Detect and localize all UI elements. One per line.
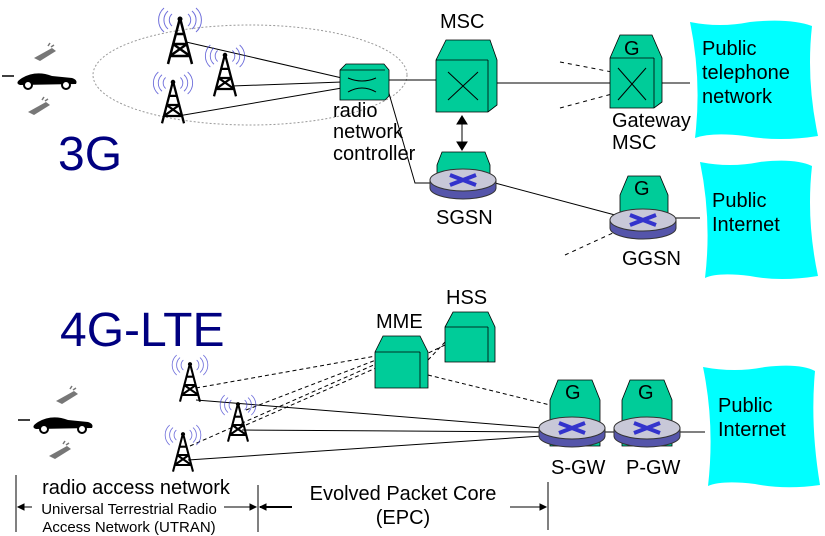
ran-label: radio access network: [42, 477, 231, 499]
mme-node: [374, 335, 429, 389]
links-4g: [187, 339, 705, 461]
s-gw-node: G: [537, 379, 607, 449]
rnc-node: [339, 63, 390, 101]
sgsn-node: [428, 151, 498, 201]
internet-label: Public: [712, 190, 766, 212]
s-gw-label: S-GW: [551, 457, 606, 479]
cell-tower-icon: [170, 353, 210, 403]
radio-access-boundary: [92, 24, 408, 126]
epc-label: (EPC): [376, 507, 430, 529]
phone-icon: [48, 440, 72, 460]
gateway-msc-label: MSC: [612, 132, 656, 154]
phone-icon: [55, 385, 79, 405]
ggsn-label: GGSN: [622, 248, 681, 270]
links-3g: [177, 41, 700, 256]
hss-label: HSS: [446, 287, 487, 309]
router-icon: [608, 207, 678, 241]
sgsn-label: SGSN: [436, 207, 493, 229]
pstn-label: network: [702, 86, 773, 108]
gateway-mark: G: [565, 382, 581, 404]
rnc-label: controller: [333, 143, 416, 165]
cell-tower-icon: [204, 43, 246, 98]
phone-icon: [33, 42, 57, 62]
gateway-mark: G: [624, 38, 640, 60]
rnc-label: radio: [333, 100, 377, 122]
msc-label: MSC: [440, 11, 484, 33]
epc-label: Evolved Packet Core: [310, 483, 497, 505]
p-gw-node: G: [612, 379, 682, 449]
phone-icon: [27, 96, 51, 116]
pstn-label: Public: [702, 38, 756, 60]
router-icon: [612, 415, 682, 449]
section-brackets: [15, 475, 549, 532]
internet-label: Internet: [718, 419, 786, 441]
car-icon: [17, 416, 94, 434]
ggsn-node: G: [608, 175, 678, 241]
p-gw-label: P-GW: [626, 457, 681, 479]
router-icon: [537, 415, 607, 449]
mme-label: MME: [376, 311, 423, 333]
utran-label: Universal Terrestrial Radio: [41, 501, 217, 518]
pstn-cloud: [690, 20, 818, 140]
internet-cloud-4g: [703, 365, 820, 488]
pstn-label: telephone: [702, 62, 790, 84]
rnc-label: network: [333, 121, 404, 143]
router-icon: [428, 167, 498, 201]
gateway-msc-label: Gateway: [612, 110, 691, 132]
title-3g: 3G: [58, 128, 122, 181]
gateway-msc-node: G: [609, 34, 663, 109]
car-icon: [1, 72, 78, 90]
internet-cloud-3g: [700, 160, 818, 279]
cell-tower-icon: [163, 423, 203, 473]
utran-label: Access Network (UTRAN): [42, 519, 215, 536]
cell-tower-icon: [157, 6, 203, 66]
hss-node: [444, 311, 496, 363]
title-4g-lte: 4G-LTE: [60, 304, 224, 357]
gateway-mark: G: [634, 178, 650, 200]
msc-node: [435, 39, 498, 113]
gateway-mark: G: [638, 382, 654, 404]
internet-label: Public: [718, 395, 772, 417]
internet-label: Internet: [712, 214, 780, 236]
